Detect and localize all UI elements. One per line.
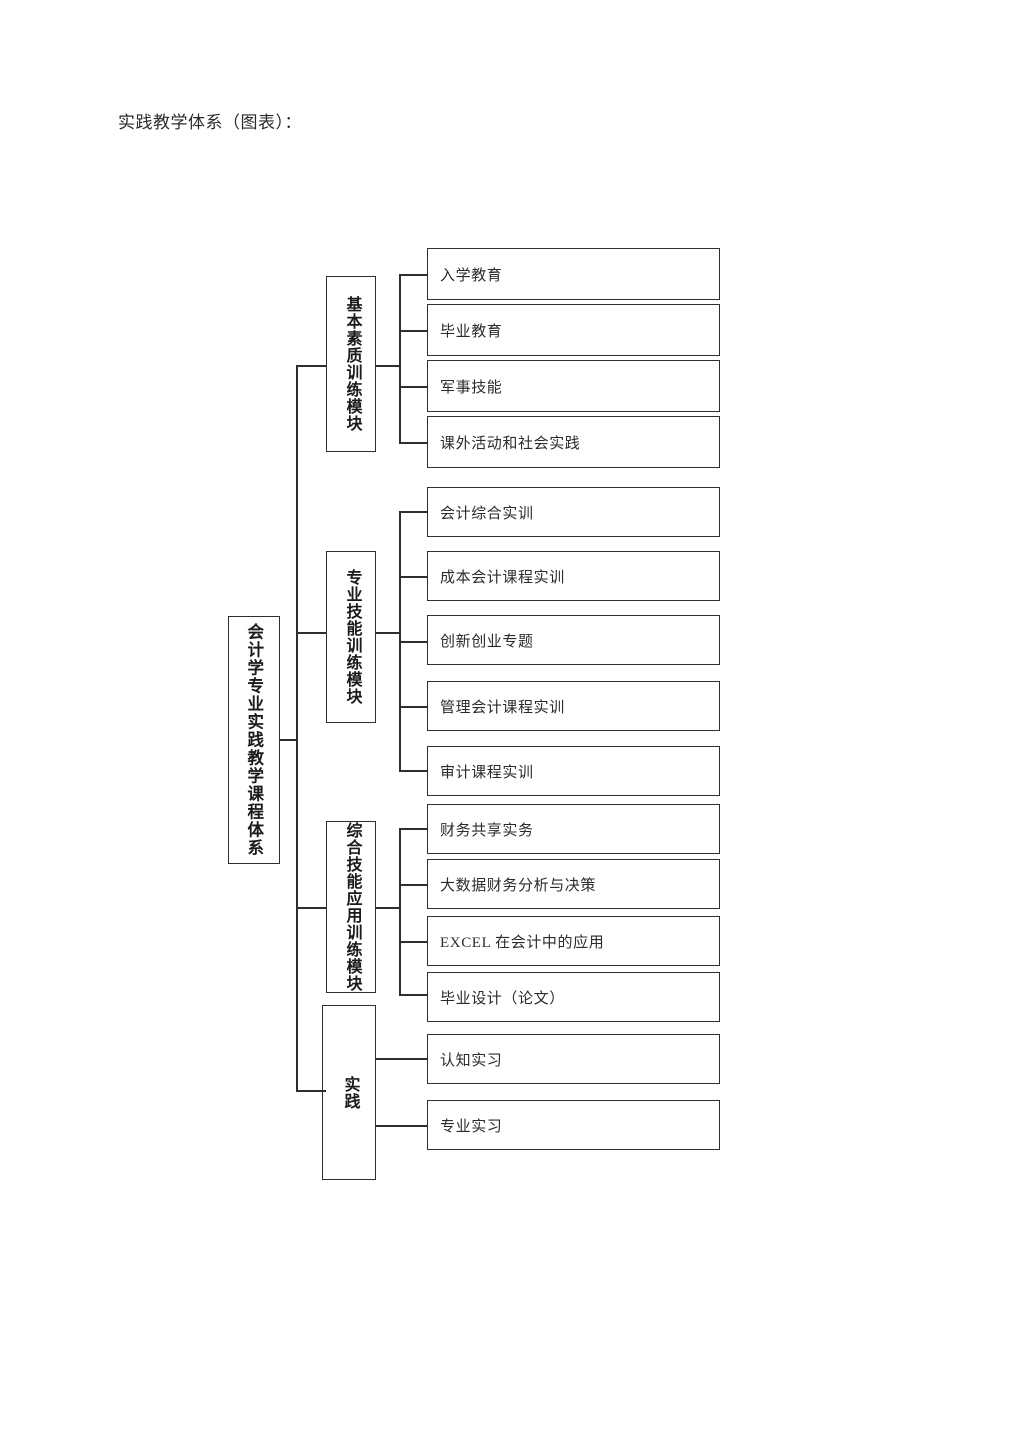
leaf-node-3-4[interactable]: 毕业设计（论文） xyxy=(427,972,720,1022)
connector-module-2-leaf-3 xyxy=(399,641,428,643)
leaf-node-2-3[interactable]: 创新创业专题 xyxy=(427,615,720,665)
connector-module-4-leaf-1 xyxy=(376,1058,428,1060)
connector-module-4-leaf-2 xyxy=(376,1125,428,1127)
leaf-node-2-5-label: 审计课程实训 xyxy=(440,764,534,781)
leaf-node-3-2-label: 大数据财务分析与决策 xyxy=(440,877,597,894)
connector-bus-to-module-3 xyxy=(296,907,327,909)
connector-module-3-leaf-2 xyxy=(399,884,428,886)
module-node-3[interactable]: 综合技能应用训练模块 xyxy=(326,821,376,993)
leaf-node-1-1-label: 入学教育 xyxy=(440,267,503,284)
leaf-node-1-4[interactable]: 课外活动和社会实践 xyxy=(427,416,720,468)
leaf-node-1-3[interactable]: 军事技能 xyxy=(427,360,720,412)
module-node-2[interactable]: 专业技能训练模块 xyxy=(326,551,376,723)
connector-module-2-leaf-1 xyxy=(399,511,428,513)
connector-module-2-leaf-2 xyxy=(399,576,428,578)
connector-module-1-leaf-4 xyxy=(399,442,428,444)
leaf-node-3-2[interactable]: 大数据财务分析与决策 xyxy=(427,859,720,909)
leaf-node-2-1[interactable]: 会计综合实训 xyxy=(427,487,720,537)
module-node-2-label: 专业技能训练模块 xyxy=(343,569,361,705)
root-node[interactable]: 会计学专业实践教学课程体系 xyxy=(228,616,280,864)
connector-module-1-stem xyxy=(376,365,400,367)
connector-module-3-leaf-3 xyxy=(399,941,428,943)
leaf-node-4-2-label: 专业实习 xyxy=(440,1118,503,1135)
leaf-node-1-1[interactable]: 入学教育 xyxy=(427,248,720,300)
leaf-node-2-3-label: 创新创业专题 xyxy=(440,633,534,650)
leaf-node-4-1[interactable]: 认知实习 xyxy=(427,1034,720,1084)
connector-bus-to-module-2 xyxy=(296,632,327,634)
leaf-node-1-2[interactable]: 毕业教育 xyxy=(427,304,720,356)
connector-module-2-bus xyxy=(399,511,401,770)
leaf-node-1-3-label: 军事技能 xyxy=(440,379,503,396)
leaf-node-2-5[interactable]: 审计课程实训 xyxy=(427,746,720,796)
connector-module-2-leaf-5 xyxy=(399,770,428,772)
page-title: 实践教学体系（图表）： xyxy=(118,113,302,132)
connector-root-stem xyxy=(280,739,298,741)
connector-module-4-stem xyxy=(296,1090,326,1092)
connector-module-1-leaf-3 xyxy=(399,386,428,388)
connector-module-1-leaf-1 xyxy=(399,274,428,276)
module-node-3-label: 综合技能应用训练模块 xyxy=(343,822,361,992)
leaf-node-2-4[interactable]: 管理会计课程实训 xyxy=(427,681,720,731)
connector-module-3-bus xyxy=(399,828,401,994)
connector-module-2-leaf-4 xyxy=(399,706,428,708)
connector-module-1-bus xyxy=(399,274,401,442)
root-node-label: 会计学专业实践教学课程体系 xyxy=(244,623,264,857)
leaf-node-1-4-label: 课外活动和社会实践 xyxy=(440,435,581,452)
leaf-node-1-2-label: 毕业教育 xyxy=(440,323,503,340)
leaf-node-2-1-label: 会计综合实训 xyxy=(440,505,534,522)
leaf-node-3-3-label: EXCEL 在会计中的应用 xyxy=(440,934,605,951)
connector-bus-to-module-1 xyxy=(296,365,327,367)
connector-main-bus xyxy=(296,365,298,1091)
connector-module-3-leaf-1 xyxy=(399,828,428,830)
module-node-4[interactable]: 实践 xyxy=(322,1005,376,1180)
leaf-node-3-3[interactable]: EXCEL 在会计中的应用 xyxy=(427,916,720,966)
connector-module-3-leaf-4 xyxy=(399,994,428,996)
connector-module-3-stem xyxy=(376,907,400,909)
connector-module-2-stem xyxy=(376,632,400,634)
leaf-node-2-2-label: 成本会计课程实训 xyxy=(440,569,565,586)
leaf-node-4-1-label: 认知实习 xyxy=(440,1052,503,1069)
leaf-node-4-2[interactable]: 专业实习 xyxy=(427,1100,720,1150)
connector-module-1-leaf-2 xyxy=(399,330,428,332)
leaf-node-3-1-label: 财务共享实务 xyxy=(440,822,534,839)
module-node-1-label: 基本素质训练模块 xyxy=(343,296,361,432)
module-node-4-label: 实践 xyxy=(341,1075,359,1110)
leaf-node-2-4-label: 管理会计课程实训 xyxy=(440,699,565,716)
leaf-node-2-2[interactable]: 成本会计课程实训 xyxy=(427,551,720,601)
leaf-node-3-4-label: 毕业设计（论文） xyxy=(440,990,565,1007)
leaf-node-3-1[interactable]: 财务共享实务 xyxy=(427,804,720,854)
module-node-1[interactable]: 基本素质训练模块 xyxy=(326,276,376,452)
